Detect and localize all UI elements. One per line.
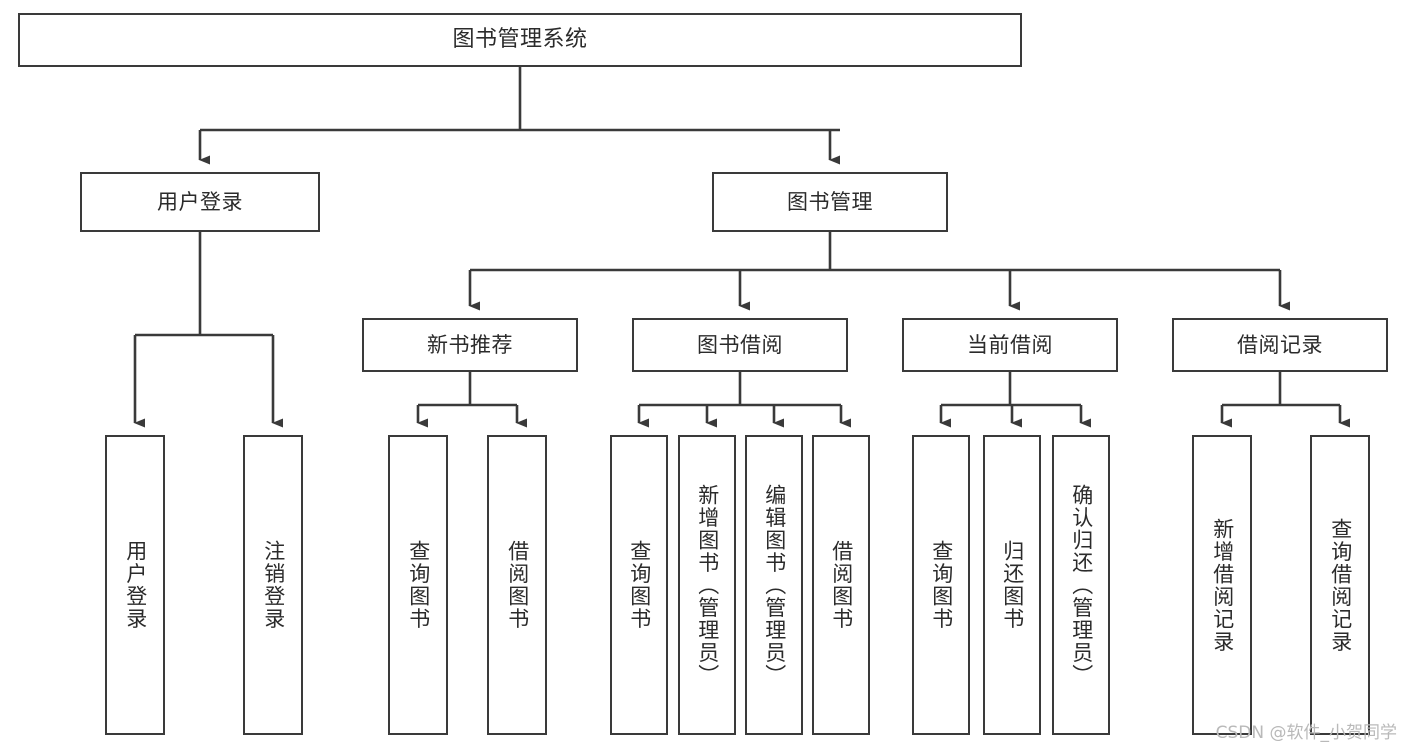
node-user-login[interactable]: 用户登录 xyxy=(80,172,320,232)
node-leaf-query-borrow-record-label: 查询借阅记录 xyxy=(1328,517,1353,653)
node-leaf-user-login[interactable]: 用户登录 xyxy=(105,435,165,735)
node-leaf-borrow-book-recommend-label: 借阅图书 xyxy=(505,540,530,630)
node-leaf-add-borrow-record[interactable]: 新增借阅记录 xyxy=(1192,435,1252,735)
node-leaf-add-book-admin[interactable]: 新增图书（管理员） xyxy=(678,435,736,735)
node-leaf-query-book-current[interactable]: 查询图书 xyxy=(912,435,970,735)
node-leaf-add-book-admin-label: 新增图书（管理员） xyxy=(695,483,720,687)
node-new-book-recommend[interactable]: 新书推荐 xyxy=(362,318,578,372)
node-leaf-add-borrow-record-label: 新增借阅记录 xyxy=(1210,517,1235,653)
node-book-management-label: 图书管理 xyxy=(787,189,873,214)
node-leaf-query-borrow-record[interactable]: 查询借阅记录 xyxy=(1310,435,1370,735)
node-book-borrow-label: 图书借阅 xyxy=(697,332,783,357)
node-leaf-return-book[interactable]: 归还图书 xyxy=(983,435,1041,735)
node-new-book-recommend-label: 新书推荐 xyxy=(427,332,513,357)
node-leaf-query-book[interactable]: 查询图书 xyxy=(610,435,668,735)
node-borrow-record[interactable]: 借阅记录 xyxy=(1172,318,1388,372)
node-leaf-logout-label: 注销登录 xyxy=(261,540,286,630)
node-leaf-edit-book-admin[interactable]: 编辑图书（管理员） xyxy=(745,435,803,735)
node-leaf-confirm-return-admin[interactable]: 确认归还（管理员） xyxy=(1052,435,1110,735)
node-leaf-query-book-recommend[interactable]: 查询图书 xyxy=(388,435,448,735)
node-root-label: 图书管理系统 xyxy=(452,27,588,53)
node-borrow-record-label: 借阅记录 xyxy=(1237,332,1323,357)
node-leaf-edit-book-admin-label: 编辑图书（管理员） xyxy=(762,483,787,687)
node-leaf-query-book-label: 查询图书 xyxy=(627,540,652,630)
node-leaf-confirm-return-admin-label: 确认归还（管理员） xyxy=(1069,483,1094,687)
node-current-borrow-label: 当前借阅 xyxy=(967,332,1053,357)
node-leaf-return-book-label: 归还图书 xyxy=(1000,540,1025,630)
node-root[interactable]: 图书管理系统 xyxy=(18,13,1022,67)
node-book-borrow[interactable]: 图书借阅 xyxy=(632,318,848,372)
node-leaf-borrow-book-label: 借阅图书 xyxy=(829,540,854,630)
node-leaf-borrow-book-recommend[interactable]: 借阅图书 xyxy=(487,435,547,735)
node-current-borrow[interactable]: 当前借阅 xyxy=(902,318,1118,372)
node-user-login-label: 用户登录 xyxy=(157,189,243,214)
node-book-management[interactable]: 图书管理 xyxy=(712,172,948,232)
node-leaf-borrow-book[interactable]: 借阅图书 xyxy=(812,435,870,735)
node-leaf-query-book-recommend-label: 查询图书 xyxy=(406,540,431,630)
node-leaf-query-book-current-label: 查询图书 xyxy=(929,540,954,630)
node-leaf-logout[interactable]: 注销登录 xyxy=(243,435,303,735)
node-leaf-user-login-label: 用户登录 xyxy=(123,540,148,630)
watermark-text: CSDN @软件_小贺同学 xyxy=(1215,723,1397,743)
